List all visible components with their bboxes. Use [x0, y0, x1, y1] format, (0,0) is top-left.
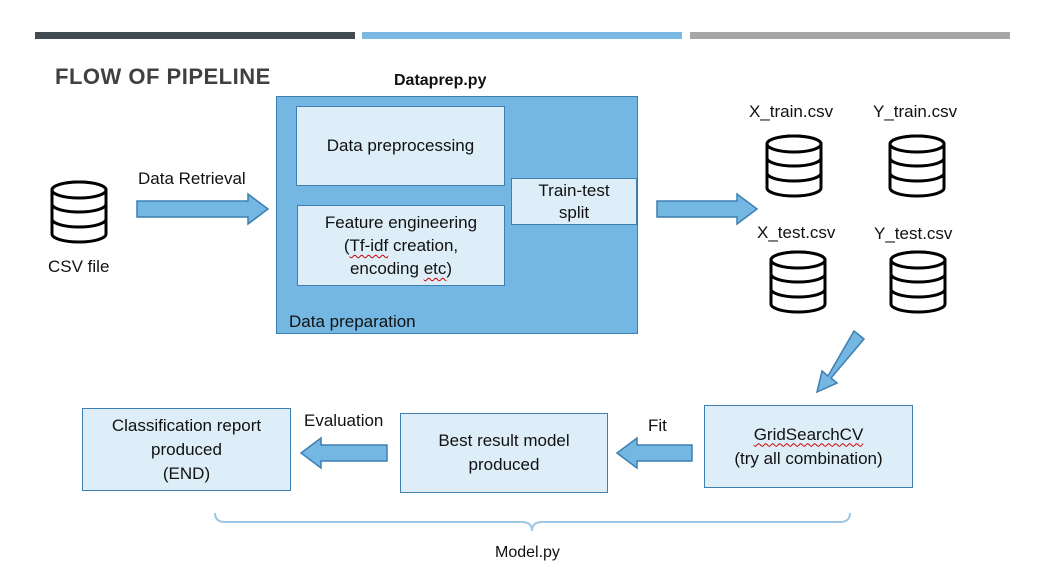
y-train-database-icon	[888, 134, 946, 198]
dataprep-file-label: Dataprep.py	[394, 72, 487, 89]
feature-engineering-line3: encoding etc)	[349, 259, 453, 278]
page-title: FLOW OF PIPELINE	[55, 64, 271, 89]
data-retrieval-label: Data Retrieval	[138, 169, 246, 188]
classification-report-box: Classification report produced (END)	[82, 408, 291, 491]
evaluation-label: Evaluation	[304, 411, 384, 430]
model-bracket	[214, 512, 851, 532]
report-line2: produced	[151, 439, 222, 459]
y-test-label: Y_test.csv	[874, 224, 953, 243]
output-arrow	[656, 192, 759, 226]
report-line1: Classification report	[111, 415, 262, 435]
feature-engineering-box: Feature engineering (Tf-idf creation, en…	[297, 205, 505, 286]
data-preparation-label: Data preparation	[289, 312, 416, 331]
report-line3: (END)	[162, 463, 211, 483]
feature-engineering-line1: Feature engineering	[324, 213, 478, 232]
model-file-label: Model.py	[495, 544, 560, 561]
best-model-box: Best result model produced	[400, 413, 608, 493]
train-test-line1: Train-test	[538, 180, 610, 200]
header-bar-dark	[35, 32, 355, 39]
best-model-line2: produced	[468, 455, 540, 474]
train-test-line2: split	[558, 202, 590, 222]
csv-file-label: CSV file	[48, 257, 110, 276]
header-bar-gray	[690, 32, 1010, 39]
fit-arrow	[615, 436, 693, 470]
y-test-database-icon	[889, 250, 947, 314]
x-test-label: X_test.csv	[757, 223, 836, 242]
x-train-database-icon	[765, 134, 823, 198]
gridsearchcv-box: GridSearchCV (try all combination)	[704, 405, 913, 488]
evaluation-arrow	[299, 436, 388, 470]
csv-database-icon	[50, 180, 108, 244]
header-bar-blue	[362, 32, 682, 39]
feature-engineering-line2: (Tf-idf creation,	[343, 236, 459, 255]
data-retrieval-arrow	[136, 192, 270, 226]
train-test-split-box: Train-test split	[511, 178, 637, 225]
y-train-label: Y_train.csv	[873, 102, 958, 121]
gridsearchcv-line2: (try all combination)	[734, 448, 883, 468]
to-gridsearch-arrow	[815, 329, 866, 394]
data-preprocessing-label: Data preprocessing	[326, 136, 475, 155]
fit-label: Fit	[648, 416, 667, 435]
best-model-line1: Best result model	[438, 431, 570, 450]
x-test-database-icon	[769, 250, 827, 314]
data-preprocessing-box: Data preprocessing	[296, 106, 505, 186]
gridsearchcv-line1: GridSearchCV	[753, 424, 864, 444]
x-train-label: X_train.csv	[749, 102, 834, 121]
